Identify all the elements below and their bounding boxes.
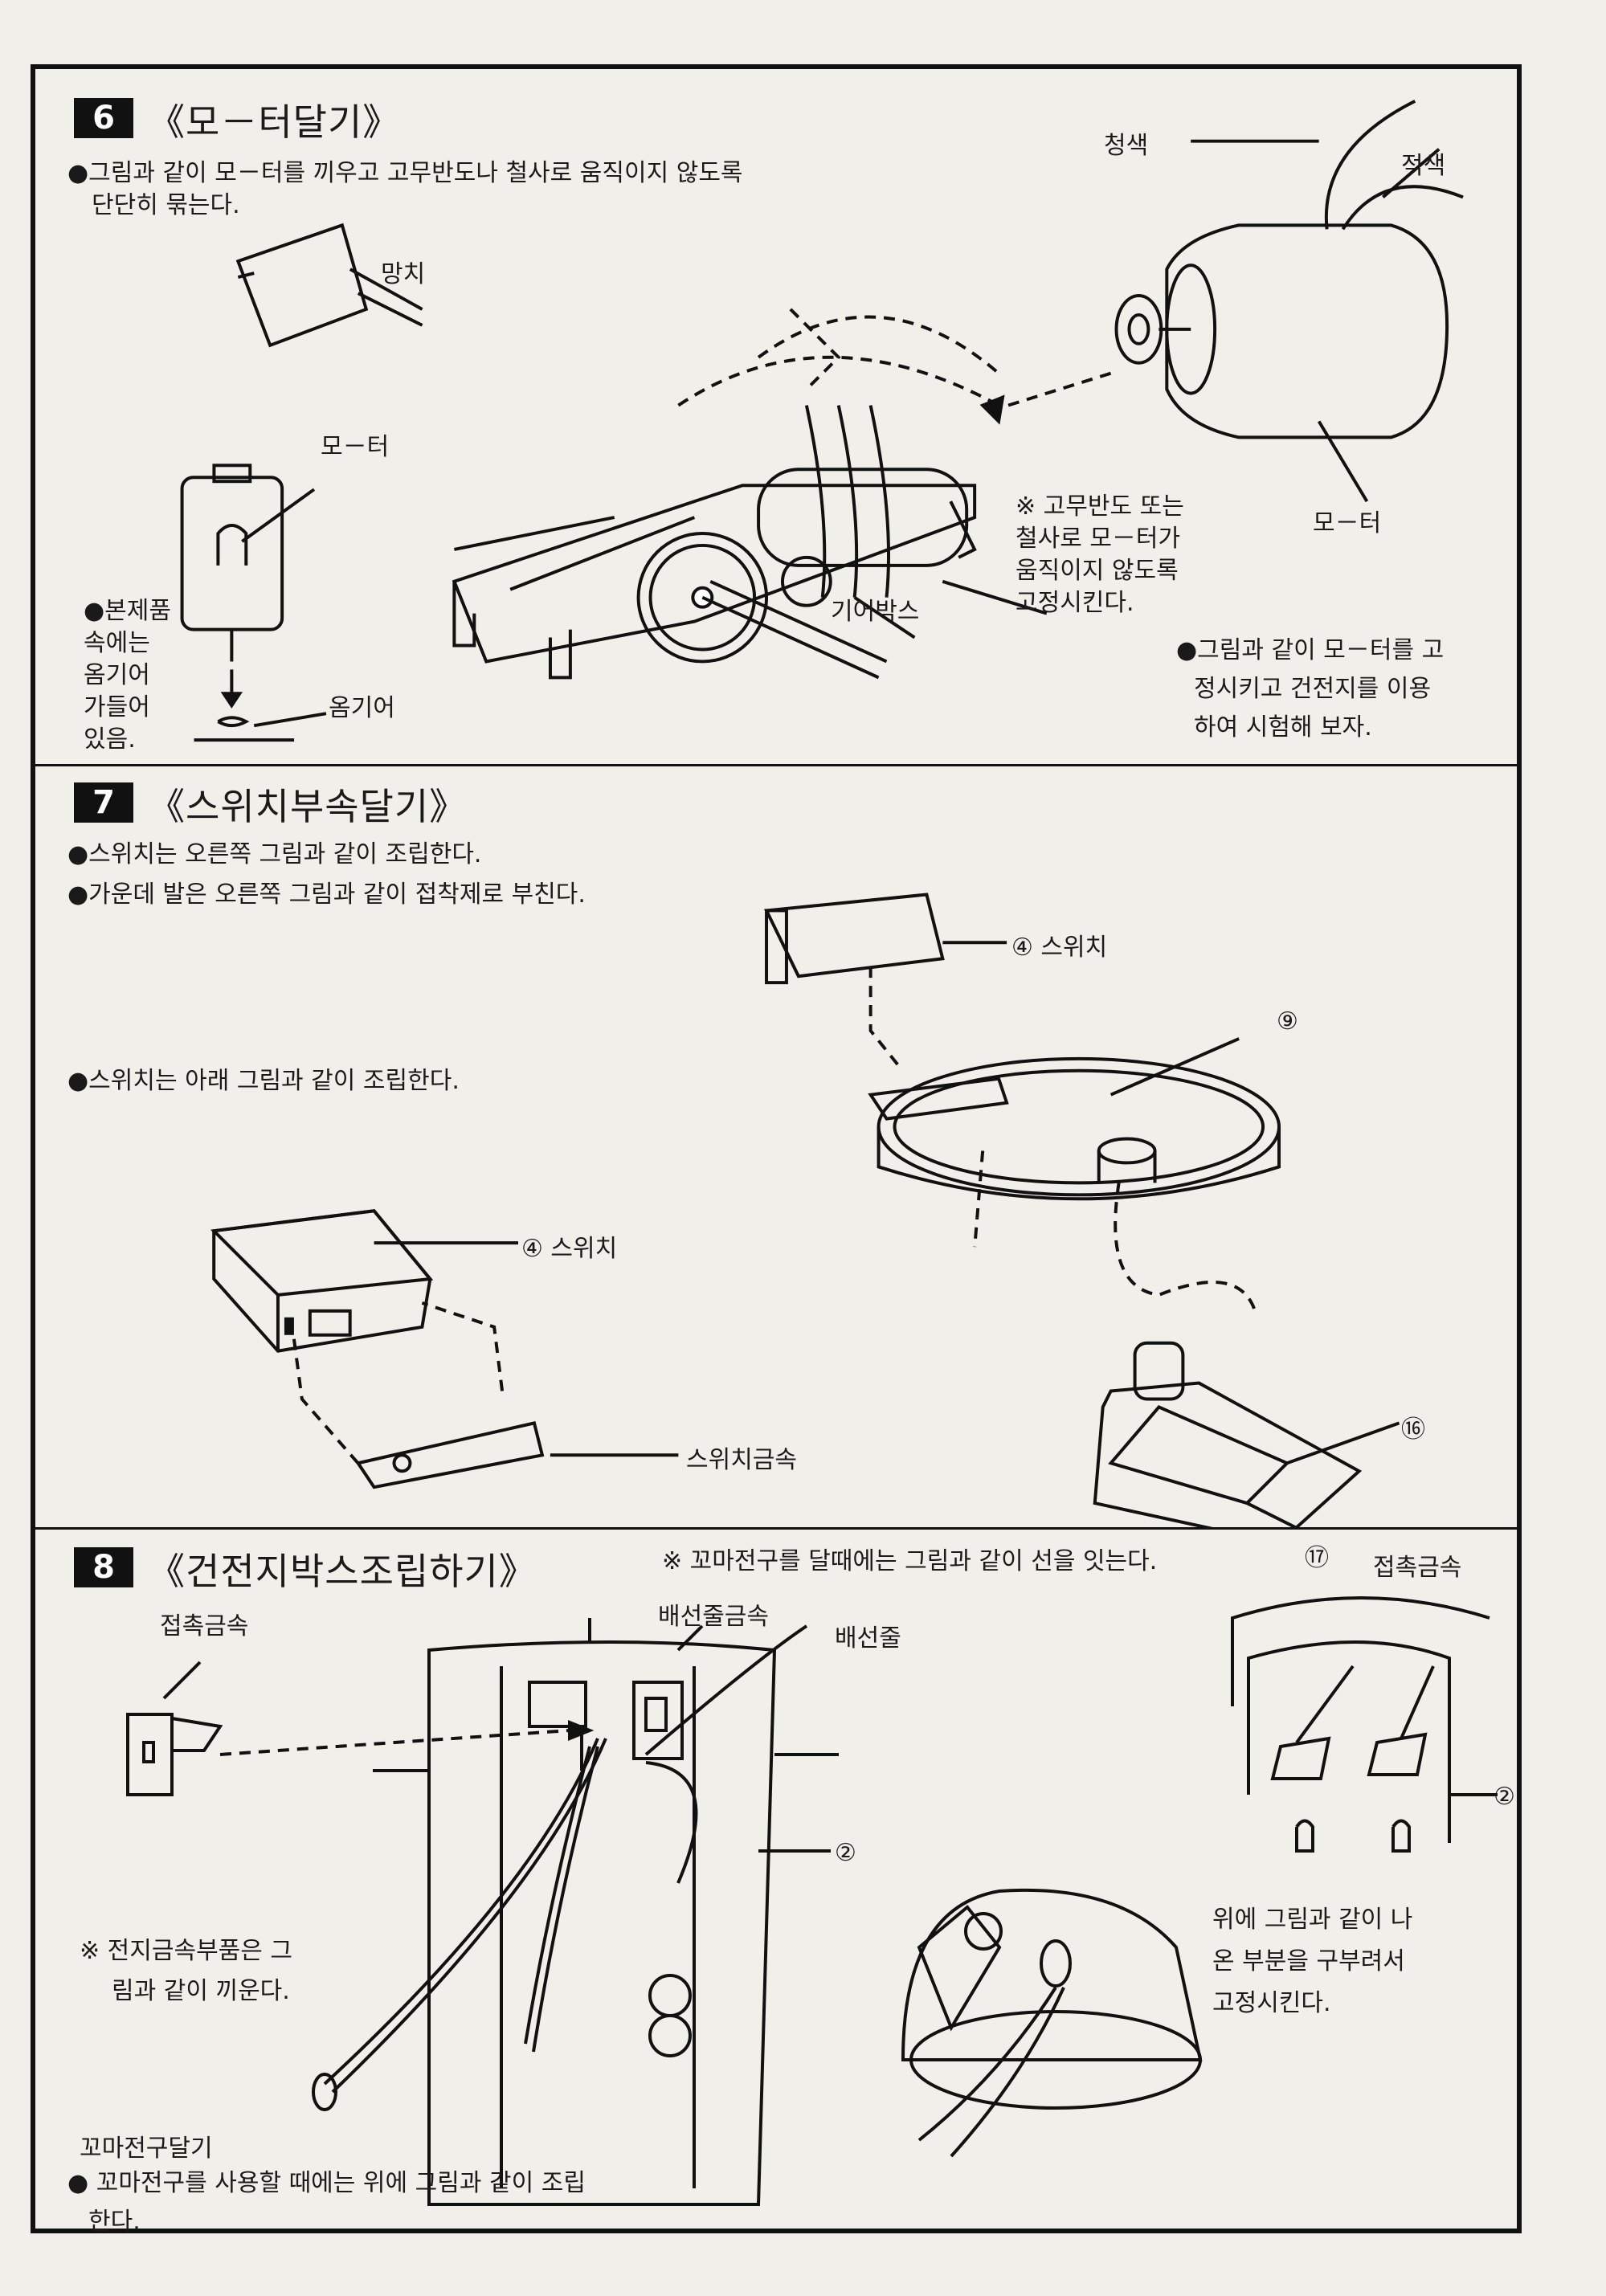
base-tray-drawing xyxy=(868,1037,1281,1312)
battery-metal-note: ※ 전지금속부품은 그 림과 같이 끼운다. xyxy=(80,1931,292,2012)
label-red-wire: 적색 xyxy=(1401,152,1446,180)
pinion-note-line: ●본제품 xyxy=(84,597,171,625)
switch-bullet-1: ●스위치는 오른쪽 그림과 같이 조립한다. xyxy=(67,840,482,868)
instruction-text: ●그림과 같이 모－터를 끼우고 고무반도나 철사로 움직이지 않도록 xyxy=(67,159,743,187)
contact-metal-drawing xyxy=(126,1661,595,1796)
section-number-badge: 7 xyxy=(74,782,133,823)
test-note-line: 하여 시험해 보자. xyxy=(1194,713,1372,742)
bulb-usage-note: ● 꼬마전구를 사용할 때에는 위에 그림과 같이 조립 한다. xyxy=(67,2164,586,2241)
lamp-dome-drawing xyxy=(901,1888,1203,2158)
motor-test-note: ●그림과 같이 모－터를 고 정시키고 건전지를 이용 하여 시험해 보자. xyxy=(1176,631,1444,747)
section-number-badge: 8 xyxy=(74,1547,133,1587)
motor-assembly-illustration xyxy=(180,100,1464,742)
rubber-note-line: 고정시킨다. xyxy=(1015,589,1134,617)
small-motor-drawing xyxy=(180,464,327,742)
gearbox-drawing xyxy=(452,308,1048,680)
label-part-9: ⑨ xyxy=(1277,1007,1298,1036)
section-switch: 7 《스위치부속달기》 ●스위치는 오른쪽 그림과 같이 조립한다. ●가운데 … xyxy=(35,766,1517,1572)
motor-drawing xyxy=(979,100,1464,503)
section-title: 《건전지박스조립하기》 xyxy=(148,1550,537,1593)
battery-box-drawing xyxy=(312,1618,839,2206)
bulb-note-line: ● 꼬마전구를 사용할 때에는 위에 그림과 같이 조립 xyxy=(67,2169,586,2197)
switch-bullet-2: ●가운데 발은 오른쪽 그림과 같이 접착제로 부친다. xyxy=(67,880,586,909)
housing-detail-drawing xyxy=(1231,1596,1498,1853)
label-hammer: 망치 xyxy=(381,260,426,288)
label-part-2-right: ② xyxy=(1494,1783,1515,1811)
rubber-note-line: 철사로 모－터가 xyxy=(1015,525,1181,553)
battery-box-illustration xyxy=(126,1596,1498,2206)
rubber-note-line: 움직이지 않도록 xyxy=(1015,557,1179,585)
instruction-sheet: 6 《모－터달기》 ●그림과 같이 모－터를 끼우고 고무반도나 철사로 움직이… xyxy=(31,64,1522,2236)
label-pinion-gear: 옴기어 xyxy=(329,694,395,722)
label-switch-metal: 스위치금속 xyxy=(686,1446,797,1474)
label-bulb-attach: 꼬마전구달기 xyxy=(80,2135,213,2163)
switch-assembly-note: ●스위치는 아래 그림과 같이 조립한다. xyxy=(67,1067,460,1095)
foot-piece-drawing xyxy=(1093,1341,1400,1527)
label-motor: 모－터 xyxy=(1313,509,1382,537)
label-part-16: ⑯ xyxy=(1401,1416,1425,1444)
rubber-band-note: ※ 고무반도 또는 철사로 모－터가 움직이지 않도록 고정시킨다. xyxy=(1015,491,1184,619)
pinion-note-line: 있음. xyxy=(84,725,136,754)
label-contact-metal-left: 접촉금속 xyxy=(160,1612,249,1640)
test-note-line: ●그림과 같이 모－터를 고 xyxy=(1176,636,1445,664)
rubber-note-line: ※ 고무반도 또는 xyxy=(1015,492,1184,521)
label-switch-left: ④ 스위치 xyxy=(521,1235,618,1263)
battery-note-line: 림과 같이 끼운다. xyxy=(112,1977,290,2005)
hammer-drawing xyxy=(235,223,423,348)
label-part-17: ⑰ xyxy=(1305,1544,1329,1572)
pinion-note: ●본제품 속에는 옴기어 가들어 있음. xyxy=(84,595,171,756)
label-motor-small: 모－터 xyxy=(321,433,390,461)
switch-assembly-illustration xyxy=(210,893,1400,1527)
section-title: 《스위치부속달기》 xyxy=(148,785,468,828)
bend-note-line: 온 부분을 구부려서 xyxy=(1212,1947,1405,1975)
pinion-note-line: 속에는 xyxy=(84,629,150,657)
bend-note-line: 고정시킨다. xyxy=(1212,1989,1331,2017)
label-part-2-center: ② xyxy=(835,1839,856,1867)
test-note-line: 정시키고 건전지를 이용 xyxy=(1194,675,1432,703)
bend-tab-note: 위에 그림과 같이 나 온 부분을 구부려서 고정시킨다. xyxy=(1212,1899,1412,2024)
bulb-wiring-note: ※ 꼬마전구를 달때에는 그림과 같이 선을 잇는다. xyxy=(662,1547,1158,1575)
label-wire-metal: 배선줄금속 xyxy=(658,1603,769,1631)
label-wire: 배선줄 xyxy=(835,1624,901,1653)
label-blue-wire: 청색 xyxy=(1104,132,1149,160)
label-switch-right: ④ 스위치 xyxy=(1011,934,1108,962)
section-number-badge: 6 xyxy=(74,98,133,138)
switch-box-drawing xyxy=(210,1209,679,1489)
pinion-note-line: 가들어 xyxy=(84,693,150,721)
instruction-text-cont: 단단히 묶는다. xyxy=(92,191,240,219)
switch-top-drawing xyxy=(763,893,1007,1072)
section-battery-box: 8 《건전지박스조립하기》 ※ 꼬마전구를 달때에는 그림과 같이 선을 잇는다… xyxy=(35,1530,1517,2236)
pinion-note-line: 옴기어 xyxy=(84,661,150,689)
label-contact-metal-right: 접촉금속 xyxy=(1373,1554,1462,1582)
section-motor: 6 《모－터달기》 ●그림과 같이 모－터를 끼우고 고무반도나 철사로 움직이… xyxy=(35,69,1517,766)
bend-note-line: 위에 그림과 같이 나 xyxy=(1212,1906,1413,1934)
bulb-note-line: 한다. xyxy=(88,2208,141,2236)
battery-note-line: ※ 전지금속부품은 그 xyxy=(80,1937,293,1965)
label-gearbox: 기어박스 xyxy=(831,598,920,626)
section-title: 《모－터달기》 xyxy=(148,100,401,144)
